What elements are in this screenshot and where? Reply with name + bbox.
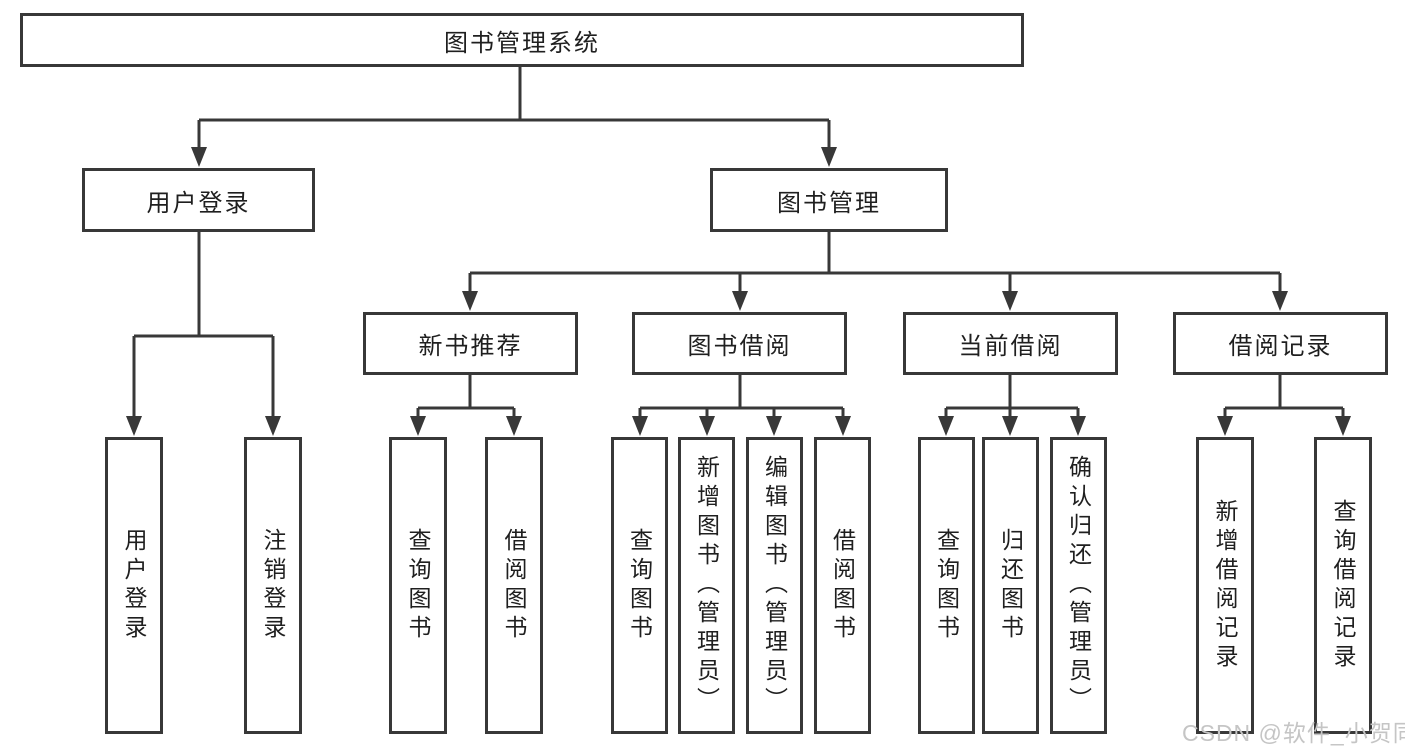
node-new-book-recommend: 新书推荐	[363, 312, 578, 375]
leaf-current-confirm-return-admin: 确认归还（管理员）	[1050, 437, 1107, 734]
leaf-logout: 注销登录	[244, 437, 302, 734]
leaf-records-query-record: 查询借阅记录	[1314, 437, 1372, 734]
arrowheads	[126, 147, 1351, 436]
leaf-current-query-books: 查询图书	[918, 437, 975, 734]
node-current-borrowing: 当前借阅	[903, 312, 1118, 375]
leaf-borrow-query-books: 查询图书	[611, 437, 668, 734]
leaf-recommend-borrow-books: 借阅图书	[485, 437, 543, 734]
leaf-borrow-add-books-admin: 新增图书（管理员）	[678, 437, 735, 734]
leaf-borrow-edit-books-admin: 编辑图书（管理员）	[746, 437, 803, 734]
tree-edges	[132, 67, 1345, 420]
leaf-records-add-record: 新增借阅记录	[1196, 437, 1254, 734]
node-book-management: 图书管理	[710, 168, 948, 232]
node-borrowing-records: 借阅记录	[1173, 312, 1388, 375]
node-book-borrowing: 图书借阅	[632, 312, 847, 375]
leaf-current-return-books: 归还图书	[982, 437, 1039, 734]
node-root: 图书管理系统	[20, 13, 1024, 67]
leaf-recommend-query-books: 查询图书	[389, 437, 447, 734]
leaf-user-login: 用户登录	[105, 437, 163, 734]
leaf-borrow-borrow-books: 借阅图书	[814, 437, 871, 734]
node-user-login: 用户登录	[82, 168, 315, 232]
csdn-watermark: CSDN @软件_小贺同学	[1182, 720, 1405, 746]
